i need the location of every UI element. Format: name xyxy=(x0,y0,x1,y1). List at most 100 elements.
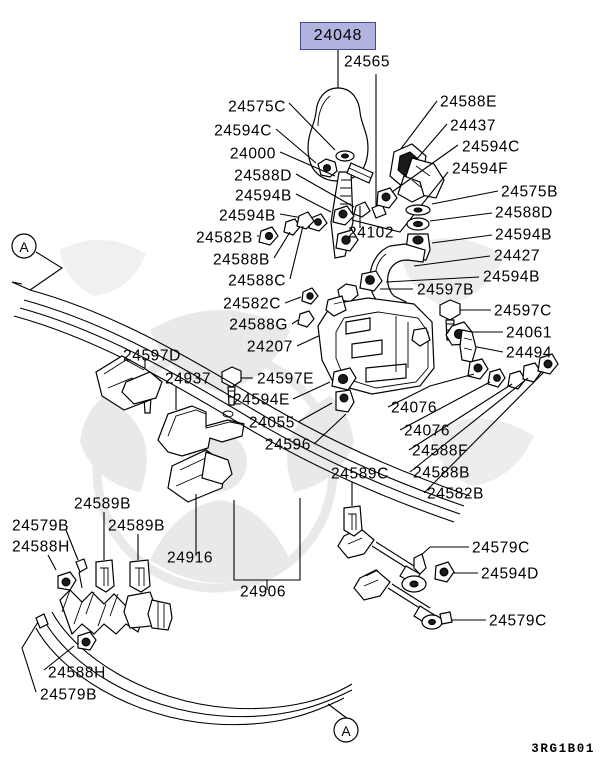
part-number-label[interactable]: 24427 xyxy=(494,247,541,265)
part-24594B-upper xyxy=(295,193,355,226)
part-number-label[interactable]: 24579B xyxy=(12,517,70,535)
cable-clamp-upper xyxy=(95,355,163,411)
part-number-label[interactable]: 24594F xyxy=(452,160,509,178)
part-24588B-lower xyxy=(409,362,542,473)
part-24575B xyxy=(405,190,499,216)
part-24594B-bottom xyxy=(359,270,480,292)
cable-end-upper xyxy=(337,527,427,593)
part-number-label[interactable]: 24582C xyxy=(223,295,281,313)
cable-end-lower xyxy=(353,569,443,630)
part-number-label[interactable]: 24076 xyxy=(404,422,451,440)
part-number-label[interactable]: 24582B xyxy=(427,485,485,503)
part-number-label[interactable]: 24494 xyxy=(506,344,553,362)
part-24575C xyxy=(288,102,355,162)
part-number-label[interactable]: 24588B xyxy=(212,251,270,269)
part-number-label[interactable]: 24076 xyxy=(391,399,438,417)
part-number-label[interactable]: 24575C xyxy=(228,98,286,116)
part-24565 xyxy=(371,74,387,219)
part-24589B-b xyxy=(129,534,151,593)
part-number-label[interactable]: 24594C xyxy=(462,138,520,156)
part-number-label[interactable]: 24588D xyxy=(495,204,553,222)
part-24588D-left xyxy=(295,173,371,218)
part-number-label[interactable]: 24055 xyxy=(248,414,295,432)
part-number-label[interactable]: 24575B xyxy=(501,183,559,201)
part-number-label[interactable]: 24597E xyxy=(257,370,315,388)
part-number-label[interactable]: 24588B xyxy=(413,464,471,482)
part-number-label[interactable]: 24588E xyxy=(440,93,498,111)
part-number-label[interactable]: 24588H xyxy=(12,538,70,556)
part-number-label[interactable]: 24588G xyxy=(229,316,288,334)
highlighted-part-box[interactable]: 24048 xyxy=(300,22,376,50)
part-number-label[interactable]: 24061 xyxy=(506,324,553,342)
part-24427 xyxy=(369,243,491,313)
part-24594C-left xyxy=(275,128,338,178)
part-number-label[interactable]: 24579C xyxy=(489,612,547,630)
part-24579B-upper xyxy=(65,529,88,589)
part-number-label[interactable]: 24596 xyxy=(264,436,311,454)
part-number-label[interactable]: 24588F xyxy=(412,442,469,460)
part-number-label[interactable]: 24906 xyxy=(240,583,287,601)
part-24582B-lower xyxy=(423,353,559,494)
part-24076-b xyxy=(399,368,506,431)
part-24582B xyxy=(257,226,279,246)
part-number-label[interactable]: 24582B xyxy=(195,229,253,247)
part-24588D-right xyxy=(406,212,493,231)
part-number-label[interactable]: 24207 xyxy=(246,338,293,356)
part-number-label[interactable]: 24589C xyxy=(331,465,389,483)
section-marker-letter-bottom: A xyxy=(341,723,351,739)
part-24596 xyxy=(313,413,347,445)
part-number-label[interactable]: 24588C xyxy=(228,272,286,290)
part-number-label[interactable]: 24437 xyxy=(450,117,497,135)
cables-lower-run xyxy=(35,589,353,726)
part-24589C xyxy=(343,482,363,537)
part-24055 xyxy=(297,389,355,423)
part-number-label[interactable]: 24594D xyxy=(481,565,539,583)
part-24076-a xyxy=(387,358,489,408)
part-number-label[interactable]: 24594B xyxy=(483,268,541,286)
part-number-label[interactable]: 24597D xyxy=(123,347,181,365)
part-24594C-right xyxy=(376,144,459,209)
part-24588F xyxy=(408,370,526,451)
part-number-label[interactable]: 24579C xyxy=(472,539,530,557)
part-24594E xyxy=(292,367,357,400)
part-24588C xyxy=(289,211,315,280)
part-number-label[interactable]: 24000 xyxy=(229,145,276,163)
part-number-label[interactable]: 24597B xyxy=(417,281,475,299)
part-number-label[interactable]: 24565 xyxy=(344,53,391,71)
cables-upper-run xyxy=(11,233,471,523)
diagram-code: 3RG1B01 xyxy=(531,742,595,756)
part-24102 xyxy=(346,162,374,228)
part-number-label[interactable]: 24594C xyxy=(214,122,272,140)
part-number-label[interactable]: 24594B xyxy=(218,207,276,225)
part-number-label[interactable]: 24937 xyxy=(165,370,212,388)
section-marker-letter-top: A xyxy=(19,239,29,255)
part-24579C-upper xyxy=(413,546,469,575)
part-24594B-lower xyxy=(279,213,328,232)
bracket-24906 xyxy=(233,498,301,590)
section-marker-bottom xyxy=(327,703,359,743)
part-number-label[interactable]: 24916 xyxy=(167,549,214,567)
part-number-label[interactable]: 24589B xyxy=(108,517,166,535)
part-number-label[interactable]: 24588H xyxy=(48,664,106,682)
part-number-label[interactable]: 24594B xyxy=(234,187,292,205)
part-24594F xyxy=(335,171,449,252)
highlighted-part-number: 24048 xyxy=(313,27,363,44)
part-24588H-upper xyxy=(47,554,77,591)
part-24579C-lower xyxy=(439,611,486,625)
part-24594D xyxy=(434,561,478,583)
part-24597E xyxy=(221,366,253,406)
part-number-label[interactable]: 24589B xyxy=(74,495,132,513)
part-number-label[interactable]: 24597C xyxy=(494,302,552,320)
part-number-label[interactable]: 24588D xyxy=(234,167,292,185)
part-number-label[interactable]: 24594E xyxy=(232,391,290,409)
part-number-label[interactable]: 24579B xyxy=(40,686,98,704)
part-24589B-a xyxy=(95,512,115,593)
part-24494 xyxy=(459,329,504,363)
cable-clamp-center xyxy=(167,449,233,556)
part-24588H-lower xyxy=(43,631,97,671)
part-24582C xyxy=(284,287,319,305)
part-number-label[interactable]: 24102 xyxy=(348,224,395,242)
part-number-label[interactable]: 24594B xyxy=(495,226,553,244)
